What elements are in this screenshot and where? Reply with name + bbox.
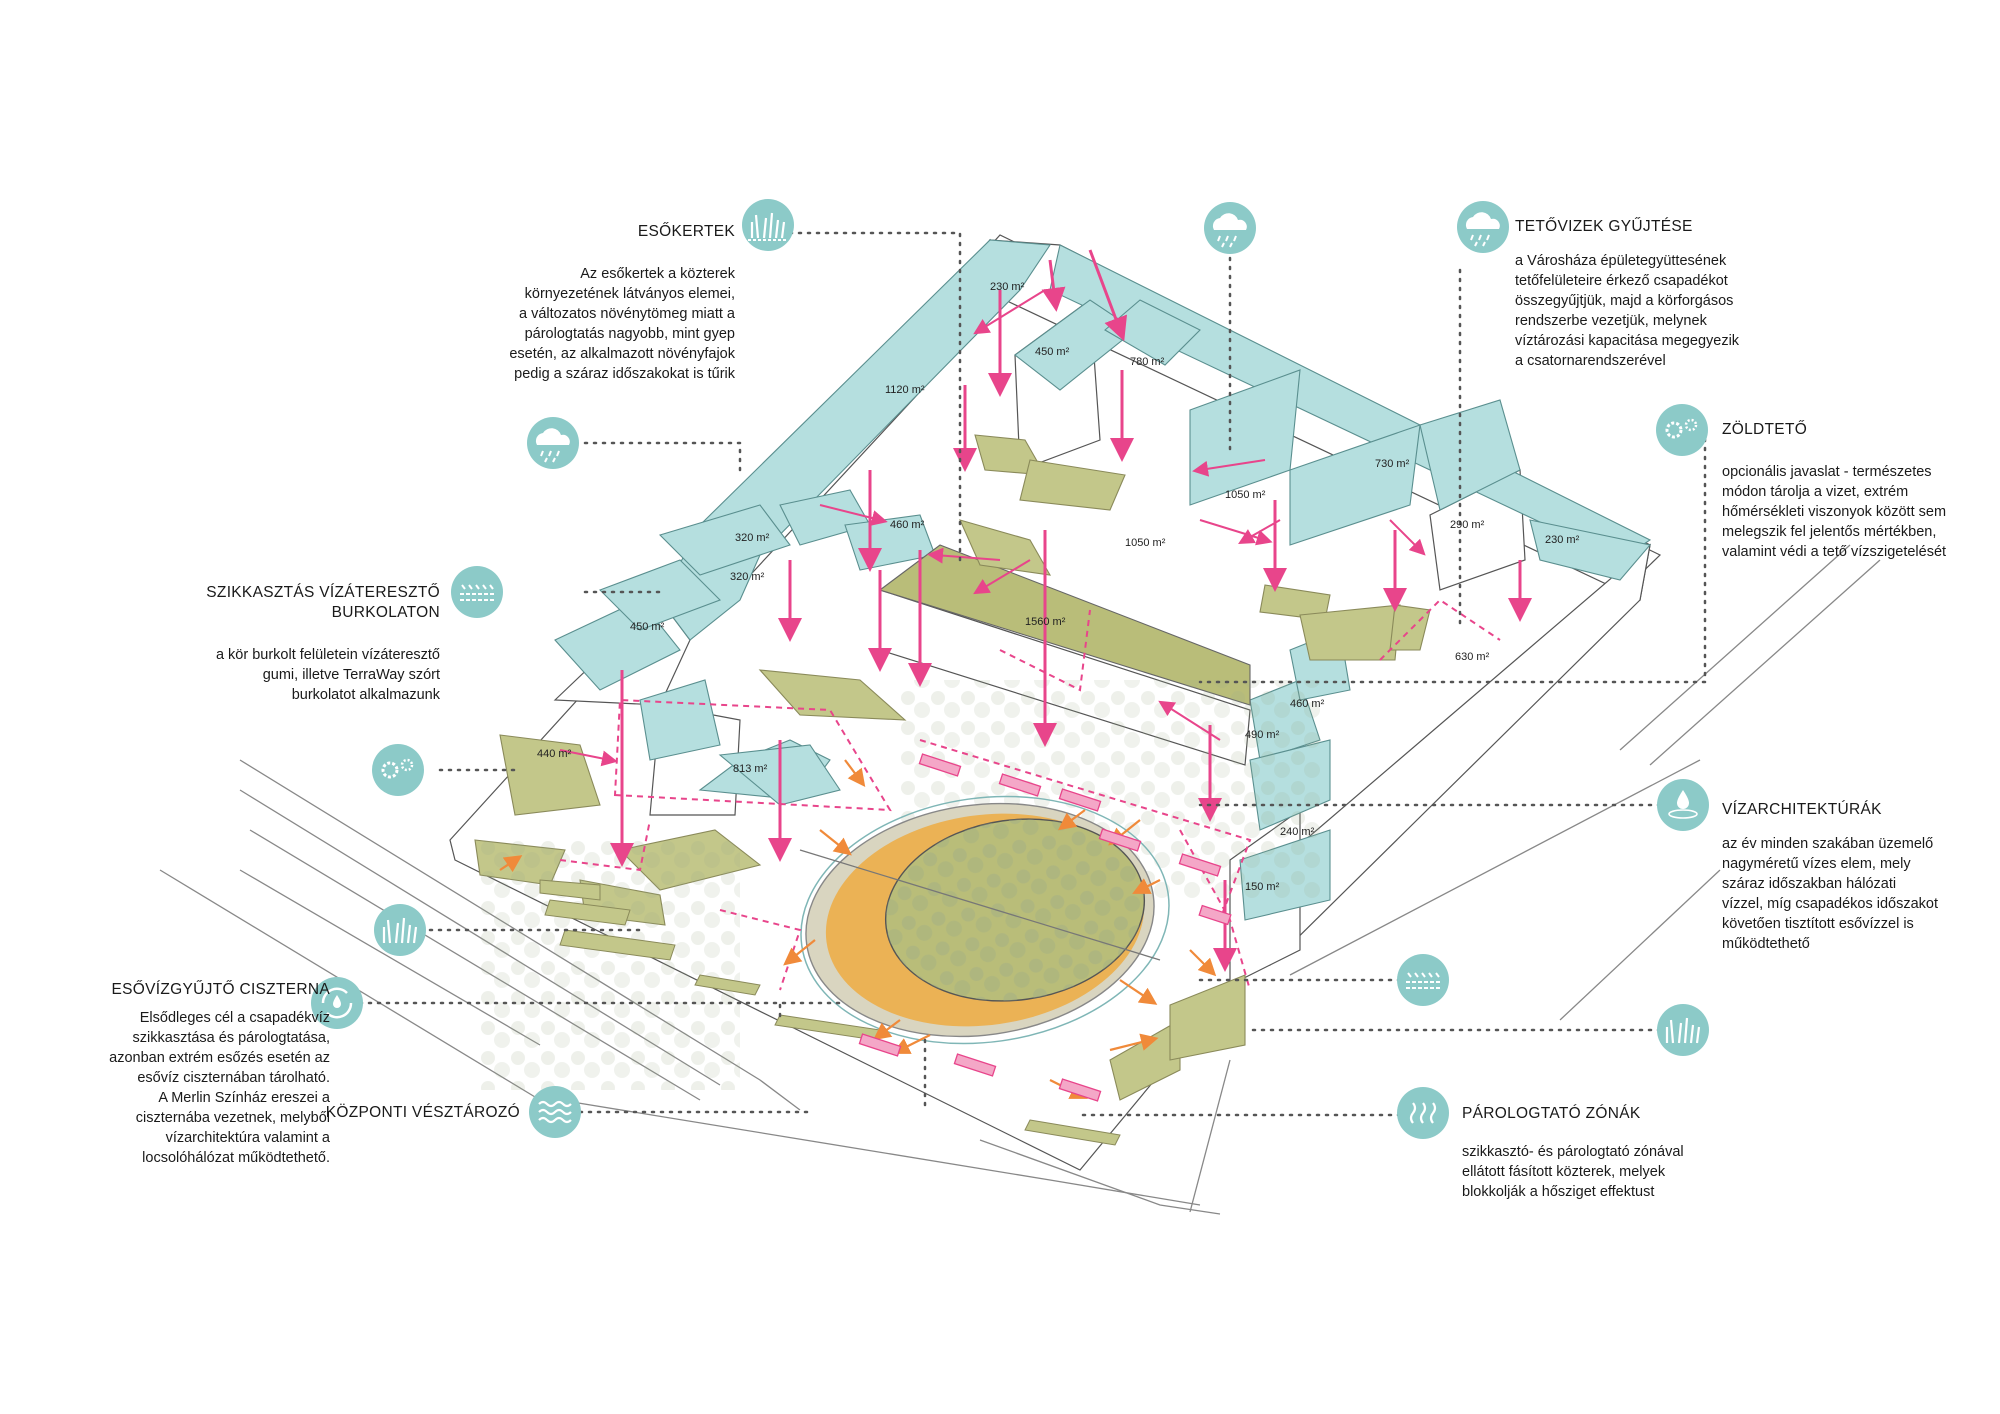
area-label: 440 m² <box>537 748 572 760</box>
annotation-title: VÍZARCHITEKTÚRÁK <box>1722 801 1882 818</box>
leader-lines <box>358 231 1707 1117</box>
roof-water-arrows-diagonal <box>559 289 1426 767</box>
area-label: 780 m² <box>1130 356 1165 368</box>
icon-rain-garden-3 <box>1657 1004 1709 1056</box>
icon-gears-1 <box>1656 404 1708 456</box>
annotation-ciszterna: ESŐVÍZGYŰJTŐ CISZTERNA Elsődleges cél a … <box>45 980 330 1168</box>
area-label: 1560 m² <box>1025 616 1066 628</box>
tree-canopy <box>480 840 740 1090</box>
icon-rain-cloud-3 <box>527 417 579 469</box>
central-emergency-reservoir <box>799 795 1170 1045</box>
annotation-title: ESŐKERTEK <box>637 223 735 240</box>
area-label: 230 m² <box>1545 534 1580 546</box>
annotation-body: szikkasztó- és párologtató zónával ellát… <box>1462 1144 1684 1200</box>
area-label: 230 m² <box>990 281 1025 293</box>
area-label: 240 m² <box>1280 826 1315 838</box>
area-label: 630 m² <box>1455 651 1490 663</box>
area-label: 490 m² <box>1245 729 1280 741</box>
icon-waves <box>529 1086 581 1138</box>
area-labels: 230 m² 450 m² 780 m² 1120 m² 460 m² 320 … <box>537 281 1580 893</box>
planting-strips <box>539 879 1121 1146</box>
icon-gears-2 <box>372 744 424 796</box>
icon-rain-cloud-2 <box>1457 201 1509 253</box>
annotation-tetovizek: TETŐVIZEK GYŰJTÉSE a Városháza épületegy… <box>1515 217 1815 371</box>
annotation-body: opcionális javaslat - természetes módon … <box>1722 464 1947 560</box>
icon-rain-garden-2 <box>374 904 426 956</box>
annotation-title: TETŐVIZEK GYŰJTÉSE <box>1515 218 1693 235</box>
annotation-body: a Városháza épületegyüttesének tetőfelül… <box>1515 253 1740 369</box>
annotation-title: PÁROLOGTATÓ ZÓNÁK <box>1462 1105 1641 1122</box>
infiltration-arrows <box>499 759 1217 1099</box>
annotation-body: Az esőkertek a közterek környezetének lá… <box>509 266 735 382</box>
area-label: 320 m² <box>730 571 765 583</box>
area-label: 730 m² <box>1375 458 1410 470</box>
icon-evaporation <box>1397 1087 1449 1139</box>
annotation-title: ESŐVÍZGYŰJTŐ CISZTERNA <box>111 981 330 998</box>
icon-rain-cloud-1 <box>1204 202 1256 254</box>
icon-rain-garden-1 <box>742 199 794 251</box>
area-label: 1050 m² <box>1225 489 1266 501</box>
roof-surfaces <box>554 239 1652 921</box>
area-label: 813 m² <box>733 763 768 775</box>
area-label: 1050 m² <box>1125 537 1166 549</box>
annotation-title: ZÖLDTETŐ <box>1722 421 1808 438</box>
benches <box>858 753 1232 1102</box>
annotation-parologtato: PÁROLOGTATÓ ZÓNÁK szikkasztó- és párolog… <box>1462 1104 1762 1202</box>
annotation-body: Elsődleges cél a csapadékvíz szikkasztás… <box>109 1010 330 1166</box>
area-label: 1120 m² <box>885 384 925 396</box>
area-label: 290 m² <box>1450 519 1485 531</box>
annotation-title: SZIKKASZTÁS VÍZÁTERESZTŐ BURKOLATON <box>206 584 440 621</box>
area-label: 150 m² <box>1245 881 1280 893</box>
annotation-body: az év minden szakában üzemelő nagyméretű… <box>1722 836 1938 952</box>
annotation-zoldteto: ZÖLDTETŐ opcionális javaslat - természet… <box>1722 420 1992 562</box>
area-label: 460 m² <box>1290 698 1325 710</box>
icon-permeable-paving-1 <box>451 566 503 618</box>
annotation-kozponti: KÖZPONTI VÉSZTÁROZÓ <box>270 1103 520 1123</box>
area-label: 450 m² <box>630 621 665 633</box>
annotation-vizarchitekturak: VÍZARCHITEKTÚRÁK az év minden szakában ü… <box>1722 800 1982 954</box>
area-label: 320 m² <box>735 532 770 544</box>
icon-permeable-paving-2 <box>1397 954 1449 1006</box>
icon-recycle-water <box>311 977 363 1029</box>
area-label: 460 m² <box>890 519 925 531</box>
annotation-title: KÖZPONTI VÉSZTÁROZÓ <box>325 1104 520 1121</box>
annotation-esokertek: ESŐKERTEK Az esőkertek a közterek környe… <box>480 222 735 384</box>
icon-water-drop <box>1657 779 1709 831</box>
annotation-body: a kör burkolt felületein vízáteresztő gu… <box>215 647 440 703</box>
area-label: 450 m² <box>1035 346 1070 358</box>
annotation-szikkasztas: SZIKKASZTÁS VÍZÁTERESZTŐ BURKOLATON a kö… <box>150 583 440 705</box>
